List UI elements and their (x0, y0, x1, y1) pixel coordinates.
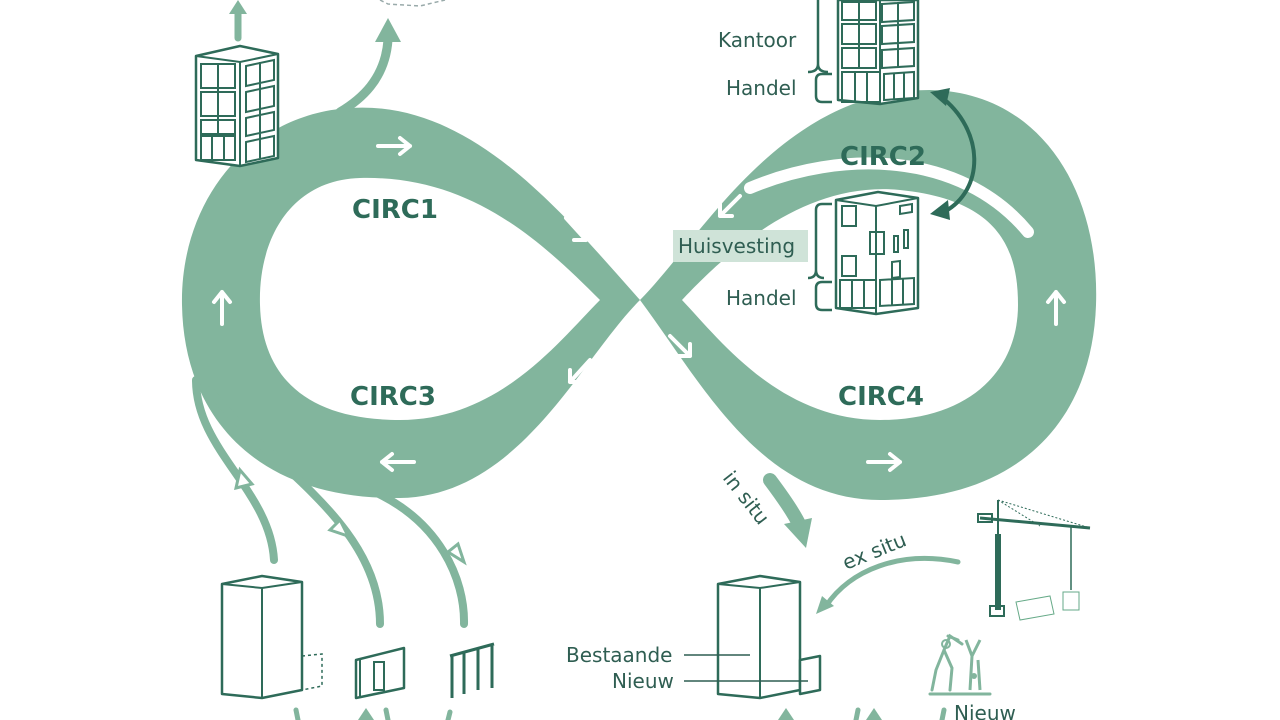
handel-brace-mid (814, 280, 832, 312)
handel-brace (814, 72, 832, 104)
huisvesting-highlight (673, 230, 808, 262)
arrow-down-left-icon (718, 194, 742, 218)
bottom-arrow-stubs (293, 707, 947, 720)
loop-band (181, 90, 1097, 500)
circ2-label: CIRC2 (840, 142, 926, 172)
huisvesting-label: Huisvesting (678, 234, 795, 258)
wall-panel-icon (354, 646, 406, 700)
branch-arrow-head (375, 18, 401, 42)
lumberjack-nieuw-label: Nieuw (954, 701, 1016, 720)
kantoor-brace (807, 0, 829, 74)
handel-label-top: Handel (726, 76, 797, 100)
arrow-left-icon (380, 452, 416, 472)
hollow-arrow-head (445, 541, 467, 566)
residential-building-icon (673, 190, 920, 316)
kantoor-label: Kantoor (718, 28, 797, 52)
infinity-loop (181, 18, 1097, 500)
bestaande-label: Bestaande (566, 643, 672, 667)
inflow-arrows-left (192, 376, 469, 628)
arrow-down-right-icon (668, 334, 692, 358)
circ3-label: CIRC3 (350, 382, 436, 412)
circ2-split-line (744, 157, 1034, 238)
dashed-building-outline (379, 0, 446, 7)
swap-arrow-icon (930, 88, 977, 220)
arrow-right-icon (866, 452, 902, 472)
ex-situ-arrow (816, 556, 961, 614)
handel-label-mid: Handel (726, 286, 797, 310)
arrow-down-left-icon (568, 358, 592, 384)
circ1-label: CIRC1 (352, 195, 438, 225)
frame-columns-icon (449, 642, 495, 698)
arrow-right-icon (376, 136, 412, 156)
box-building-icon (220, 574, 323, 700)
nieuw-label: Nieuw (612, 669, 674, 693)
hollow-arrow-head (234, 466, 255, 491)
loop-branch-up (335, 35, 393, 117)
in-situ-arrow (763, 473, 812, 548)
extended-building-icon (684, 574, 822, 700)
huisvesting-brace (807, 202, 832, 280)
hollow-arrow-head (327, 517, 351, 539)
office-building-icon (194, 0, 280, 168)
loop-direction-arrows (212, 136, 1066, 472)
arrow-down-right-icon (564, 216, 588, 242)
lumberjack-tree-icon (928, 633, 992, 696)
mixed-use-building-icon (807, 0, 920, 106)
arrow-up-icon (1046, 290, 1066, 326)
arrow-up-icon (212, 290, 232, 326)
up-arrow-head (229, 0, 247, 14)
crane-icon (977, 499, 1091, 621)
circ4-label: CIRC4 (838, 382, 924, 412)
